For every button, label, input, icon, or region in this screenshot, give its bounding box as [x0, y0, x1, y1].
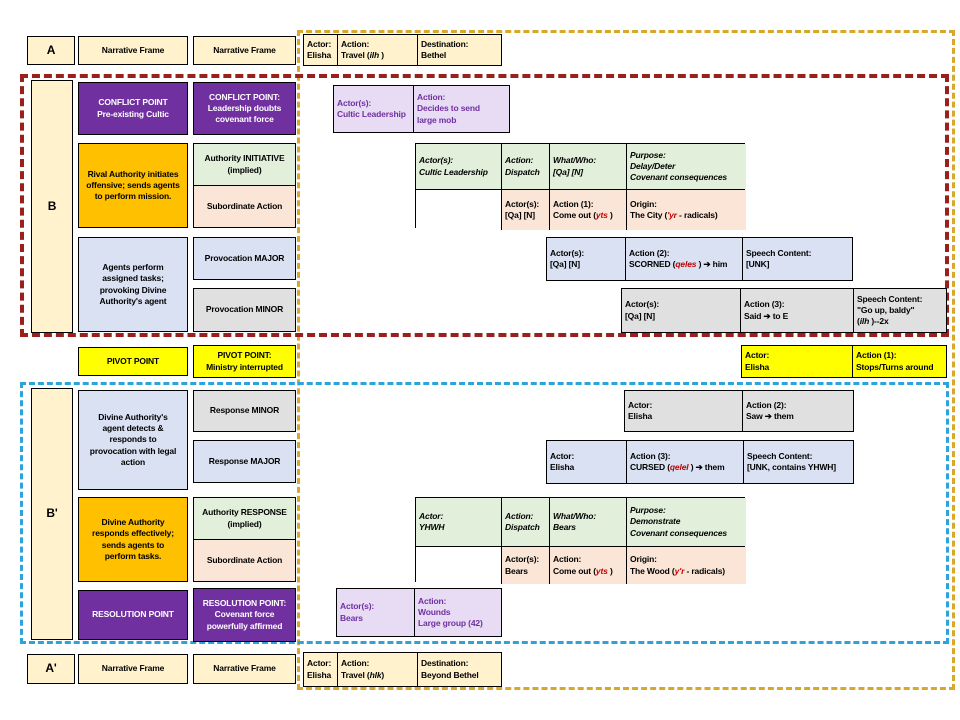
- b-dispatch-origin-cell: Origin:The City ('yr - radicals): [626, 190, 746, 230]
- b-authority-initiative-box: Authority INITIATIVE(implied): [193, 143, 296, 186]
- bp-dispatch-what-header-cell: What/Who:Bears: [549, 498, 626, 546]
- bp-bears-actor-cell: Actor(s):Bears: [340, 601, 375, 623]
- b-cultic-decision-row: Actor(s):Cultic Leadership Action:Decide…: [334, 86, 509, 132]
- bp-saw-action-cell: Action (2):Saw ➔ them: [742, 391, 855, 431]
- b-cultic-actor-cell: Actor(s):Cultic Leadership: [337, 97, 406, 119]
- a-prime-action-row: Actor:Elisha Action:Travel (hlk) Destina…: [304, 653, 501, 686]
- pivot-action-cell: Action (1):Stops/Turns around: [852, 346, 948, 377]
- bp-saw-row: Actor:Elisha Action (2):Saw ➔ them: [625, 391, 853, 431]
- b-said-action-cell: Action (3):Said ➔ to E: [740, 289, 853, 332]
- b-dispatch-table: Actor(s):Cultic Leadership Action:Dispat…: [415, 143, 746, 230]
- bp-dispatch-action-header-cell: Action:Dispatch: [501, 498, 549, 546]
- b-dispatch-actor-header-cell: Actor(s):Cultic Leadership: [416, 144, 501, 189]
- a-prime-action-cell: Action:Travel (hlk): [337, 653, 417, 686]
- bp-authority-response-box: Authority RESPONSE(implied): [193, 497, 296, 540]
- bp-dispatch-action-cell: Action:Come out (yts ): [549, 547, 626, 584]
- bp-dispatch-empty-cell: [416, 547, 501, 584]
- bp-saw-table: Actor:Elisha Action (2):Saw ➔ them: [624, 390, 854, 432]
- b-provocation-major-box: Provocation MAJOR: [193, 237, 296, 280]
- b-said-actor-cell: Actor(s):[Qa] [N]: [625, 299, 660, 321]
- pivot-actor-cell: Actor:Elisha: [745, 350, 770, 372]
- a-label-box: A: [27, 36, 75, 65]
- b-said-row: Actor(s):[Qa] [N] Action (3):Said ➔ to E…: [622, 289, 946, 332]
- b-subordinate-action-box: Subordinate Action: [193, 185, 296, 228]
- b-dispatch-header-row: Actor(s):Cultic Leadership Action:Dispat…: [416, 144, 746, 189]
- bp-response-major-box: Response MAJOR: [193, 440, 296, 483]
- a-prime-action-table: Actor:Elisha Action:Travel (hlk) Destina…: [303, 652, 502, 687]
- bp-dispatch-origin-cell: Origin:The Wood (y'r - radicals): [626, 547, 746, 584]
- bp-response-minor-box: Response MINOR: [193, 390, 296, 432]
- bp-cursed-actor-cell: Actor:Elisha: [550, 450, 575, 472]
- a-narrative-frame-2: Narrative Frame: [193, 36, 296, 65]
- b-scorned-table: Actor(s):[Qa] [N] Action (2):SCORNED (qe…: [546, 237, 853, 281]
- b-dispatch-what-header-cell: What/Who:[Qa] [N]: [549, 144, 626, 189]
- pivot-point-detail-box: PIVOT POINT:Ministry interrupted: [193, 345, 296, 378]
- a-action-table: Actor:Elisha Action:Travel (ilh ) Destin…: [303, 34, 502, 66]
- pivot-action-table: Actor:Elisha Action (1):Stops/Turns arou…: [741, 345, 947, 378]
- a-prime-narrative-frame-2: Narrative Frame: [193, 654, 296, 684]
- b-provocation-minor-box: Provocation MINOR: [193, 288, 296, 332]
- b-label-box: B: [31, 80, 73, 333]
- b-scorned-action-cell: Action (2):SCORNED (qeles ) ➔ him: [625, 238, 742, 280]
- bp-saw-actor-cell: Actor:Elisha: [628, 399, 653, 421]
- bp-resolution-point-box: RESOLUTION POINT: [78, 590, 188, 640]
- bp-dispatch-table: Actor:YHWH Action:Dispatch What/Who:Bear…: [415, 497, 746, 584]
- section-b-region-border: [20, 74, 949, 337]
- section-b-prime-region-border: [20, 382, 949, 644]
- b-dispatch-empty-cell: [416, 190, 501, 230]
- bp-cursed-table: Actor:Elisha Action (3):CURSED (qelel ) …: [546, 440, 854, 484]
- a-prime-label-box: A': [27, 654, 75, 684]
- b-scorned-row: Actor(s):[Qa] [N] Action (2):SCORNED (qe…: [547, 238, 852, 280]
- bp-cursed-speech-cell: Speech Content:[UNK, contains YHWH]: [743, 441, 855, 483]
- bp-dispatch-detail-row: Actor(s):Bears Action:Come out (yts ) Or…: [416, 546, 746, 584]
- a-action-cell: Action:Travel (ilh ): [337, 35, 417, 65]
- bp-cursed-row: Actor:Elisha Action (3):CURSED (qelel ) …: [547, 441, 853, 483]
- bp-dispatch-header-row: Actor:YHWH Action:Dispatch What/Who:Bear…: [416, 498, 746, 546]
- b-prime-label-box: B': [31, 388, 73, 640]
- a-action-table-row: Actor:Elisha Action:Travel (ilh ) Destin…: [304, 35, 501, 65]
- b-dispatch-action1-cell: Action (1):Come out (yts ): [549, 190, 626, 230]
- b-said-table: Actor(s):[Qa] [N] Action (3):Said ➔ to E…: [621, 288, 947, 333]
- bp-dispatch-actor-header-cell: Actor:YHWH: [416, 498, 501, 546]
- a-destination-cell: Destination:Bethel: [417, 35, 503, 65]
- b-cultic-decision-table: Actor(s):Cultic Leadership Action:Decide…: [333, 85, 510, 133]
- b-scorned-speech-cell: Speech Content:[UNK]: [742, 238, 854, 280]
- b-dispatch-detail-row: Actor(s):[Qa] [N] Action (1):Come out (y…: [416, 189, 746, 230]
- bp-cursed-action-cell: Action (3):CURSED (qelel ) ➔ them: [626, 441, 743, 483]
- outer-episode-region-border: [297, 30, 955, 690]
- b-scorned-actor-cell: Actor(s):[Qa] [N]: [550, 247, 585, 269]
- b-said-speech-cell: Speech Content:"Go up, baldy"(ilh )--2x: [853, 289, 948, 332]
- b-dispatch-action-header-cell: Action:Dispatch: [501, 144, 549, 189]
- pivot-action-row: Actor:Elisha Action (1):Stops/Turns arou…: [742, 346, 946, 377]
- a-prime-narrative-frame-1: Narrative Frame: [78, 654, 188, 684]
- a-actor-cell: Actor:Elisha: [307, 38, 332, 60]
- pivot-point-box: PIVOT POINT: [78, 347, 188, 376]
- b-dispatch-actor-cell: Actor(s):[Qa] [N]: [501, 190, 549, 230]
- bp-subordinate-action-box: Subordinate Action: [193, 539, 296, 582]
- a-prime-actor-cell: Actor:Elisha: [307, 658, 332, 680]
- a-prime-destination-cell: Destination:Beyond Bethel: [417, 653, 503, 686]
- a-narrative-frame-1: Narrative Frame: [78, 36, 188, 65]
- bp-dispatch-actor-cell: Actor(s):Bears: [501, 547, 549, 584]
